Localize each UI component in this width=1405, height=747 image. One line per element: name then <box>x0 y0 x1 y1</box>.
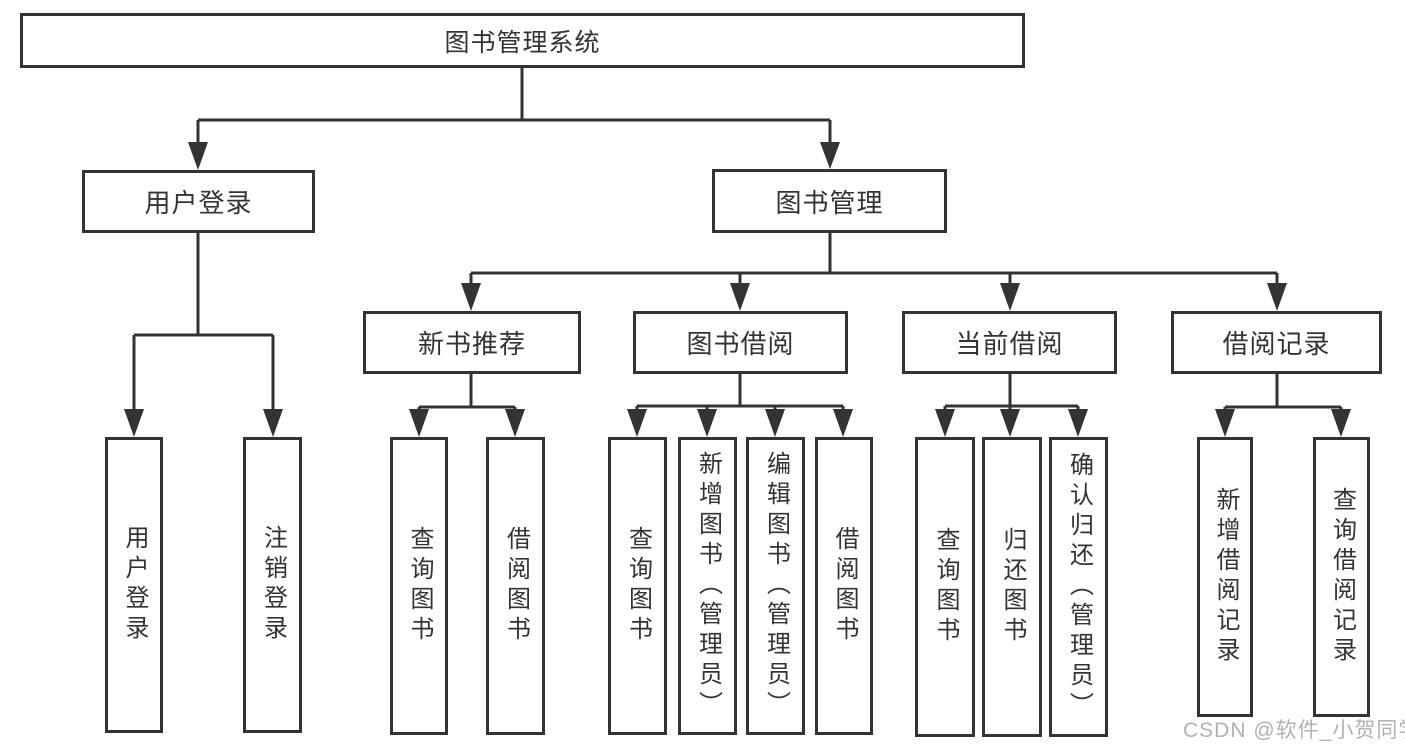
watermark: CSDN @软件_小贺同学 <box>1183 719 1405 742</box>
node-user-login: 用户登录 <box>82 170 315 233</box>
leaf-bb-add-books-admin: 新增图书（管理员） <box>678 437 737 735</box>
arrowheads <box>124 142 1351 437</box>
leaf-user-login: 用户登录 <box>105 437 163 733</box>
leaf-cb-return-books: 归还图书 <box>982 437 1042 737</box>
leaf-bb-query-books: 查询图书 <box>608 437 667 735</box>
leaf-br-query-record: 查询借阅记录 <box>1313 437 1370 717</box>
node-root: 图书管理系统 <box>20 13 1025 68</box>
leaf-bb-edit-books-admin: 编辑图书（管理员） <box>746 437 805 735</box>
node-new-book-recommendation: 新书推荐 <box>363 311 581 374</box>
node-book-management: 图书管理 <box>712 169 947 233</box>
leaf-cb-query-books: 查询图书 <box>915 437 975 737</box>
leaf-cb-confirm-return-admin: 确认归还（管理员） <box>1049 437 1108 737</box>
leaf-bb-borrow-books: 借阅图书 <box>815 437 873 735</box>
node-book-borrowing: 图书借阅 <box>633 311 848 374</box>
node-current-borrowing: 当前借阅 <box>902 311 1117 374</box>
leaf-br-add-record: 新增借阅记录 <box>1197 437 1253 717</box>
leaf-rec-query-books: 查询图书 <box>390 437 448 735</box>
leaf-logout: 注销登录 <box>243 437 302 733</box>
leaf-rec-borrow-books: 借阅图书 <box>486 437 545 735</box>
node-borrowing-records: 借阅记录 <box>1171 311 1382 374</box>
